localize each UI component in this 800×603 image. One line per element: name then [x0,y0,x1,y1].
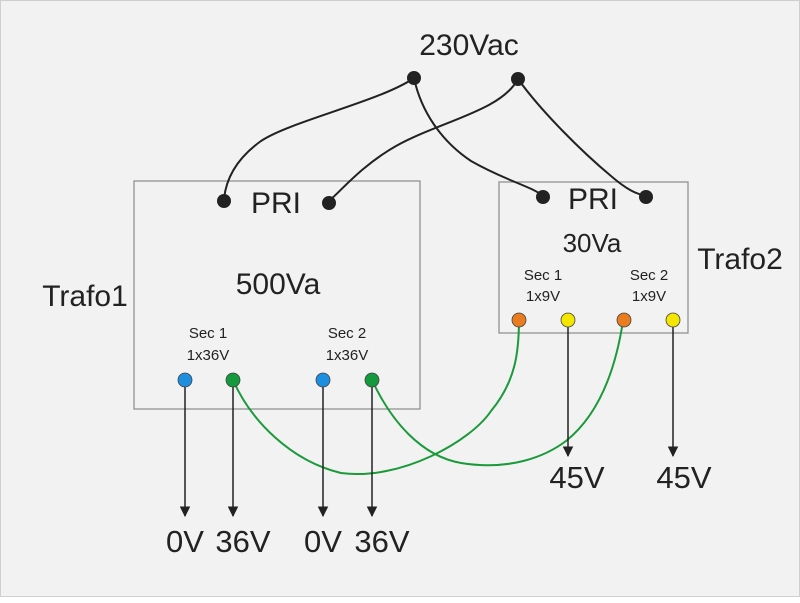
mains-terminal-l1 [407,71,421,85]
trafo1-box [133,180,421,410]
output-label-6: 45V [656,460,711,495]
mains-wire-l1-trafo2 [413,77,544,197]
trafo2-sec2-name: Sec 2 [630,267,668,284]
trafo1-sec1-spec: 1x36V [187,347,230,364]
trafo2-sec1-terminal-b [560,312,576,328]
series-wire-trafo1-sec1-to-trafo2-sec1 [232,318,520,476]
trafo2-sec1-terminal-a [511,312,527,328]
trafo2-sec2-terminal-b [665,312,681,328]
series-wire-trafo1-sec2-to-trafo2-sec2 [371,320,624,467]
trafo1-sec2-spec: 1x36V [326,347,369,364]
trafo2-box [498,181,689,334]
trafo1-primary-label: PRI [251,187,301,220]
trafo2-sec1-spec: 1x9V [526,288,560,305]
mains-label: 230Vac [419,29,519,62]
output-label-1: 0V [166,524,204,559]
trafo1-sec2-terminal-b [364,372,380,388]
mains-terminal-l2 [511,72,525,86]
trafo1-sec2-terminal-a [315,372,331,388]
output-label-3: 0V [304,524,342,559]
trafo1-primary-terminal-right [322,196,336,210]
trafo2-sec1-name: Sec 1 [524,267,562,284]
trafo2-primary-terminal-right [639,190,653,204]
trafo1-sec1-terminal-a [177,372,193,388]
output-label-5: 45V [549,460,604,495]
mains-wire-l2-trafo1 [328,78,519,202]
mains-wire-l2-trafo2 [517,78,647,197]
output-label-2: 36V [215,524,270,559]
trafo1-name-label: Trafo1 [42,280,128,313]
trafo2-primary-terminal-left [536,190,550,204]
trafo2-sec2-terminal-a [616,312,632,328]
trafo1-primary-terminal-left [217,194,231,208]
mains-wire-l1-trafo1 [223,77,415,200]
trafo2-rating-label: 30Va [563,228,622,258]
output-label-4: 36V [354,524,409,559]
trafo1-rating-label: 500Va [236,268,321,301]
trafo1-sec1-terminal-b [225,372,241,388]
trafo1-sec1-name: Sec 1 [189,325,227,342]
trafo2-primary-label: PRI [568,183,618,216]
trafo1-sec2-name: Sec 2 [328,325,366,342]
trafo2-name-label: Trafo2 [697,243,783,276]
trafo2-sec2-spec: 1x9V [632,288,666,305]
